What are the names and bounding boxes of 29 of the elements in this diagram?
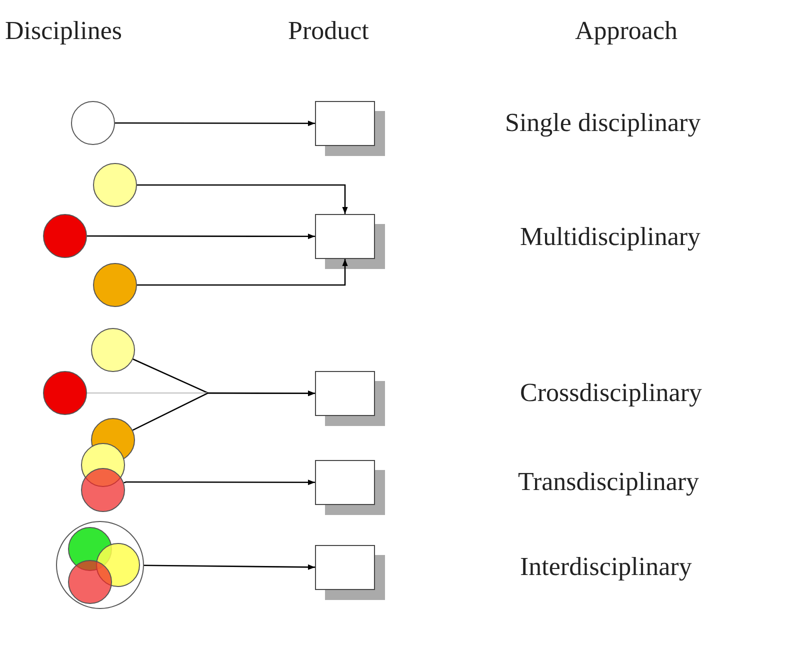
discipline-circle [93,263,137,307]
discipline-circle [91,328,135,372]
arrow [144,564,315,570]
arrow [115,120,315,126]
product-box [315,545,385,600]
product-box [315,371,385,426]
arrow [87,234,315,240]
approach-label: Multidisciplinary [520,222,701,252]
column-header: Product [288,16,369,46]
discipline-circle [43,371,87,415]
approach-label: Crossdisciplinary [520,378,702,408]
arrow [132,390,315,431]
arrow [137,184,348,214]
product-box [315,214,385,269]
discipline-circle [56,521,144,609]
column-header: Disciplines [5,16,122,46]
approach-label: Transdisciplinary [518,467,700,497]
discipline-circle [81,468,125,512]
product-box [315,101,385,156]
product-box [315,460,385,515]
discipline-circle [71,101,115,145]
approach-label: Single disciplinary [505,108,701,138]
discipline-circle [93,163,137,207]
approach-label: Interdisciplinary [520,552,692,582]
arrow [124,480,315,486]
discipline-circle [68,560,112,604]
arrow [137,259,348,286]
column-header: Approach [575,16,678,46]
discipline-circle [43,214,87,258]
